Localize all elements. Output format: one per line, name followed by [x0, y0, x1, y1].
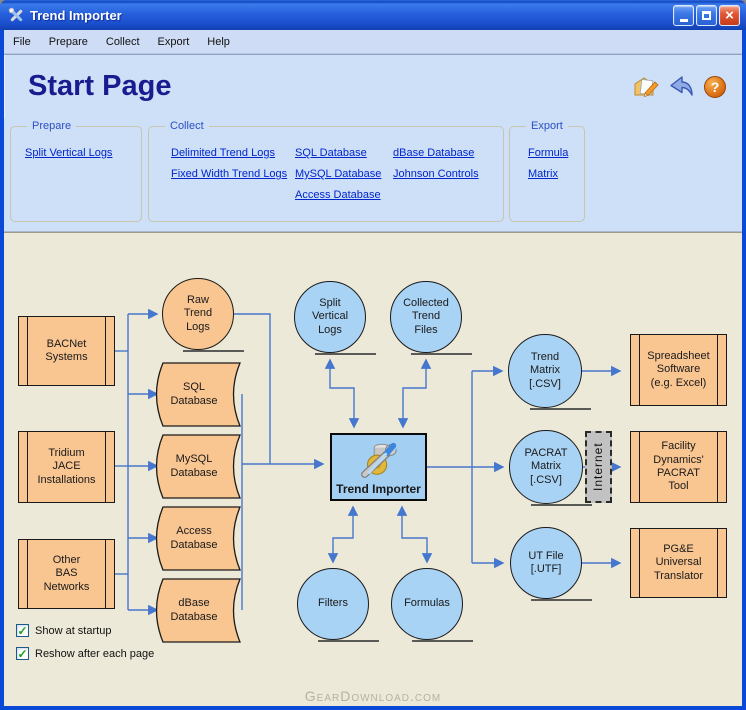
diagram-node-split-vertical-logs: Split Vertical Logs	[294, 281, 366, 353]
show-at-startup-checkbox[interactable]: ✓	[16, 623, 29, 638]
diagram-node-access-database: Access Database	[170, 525, 218, 551]
show-at-startup-row: ✓ Show at startup	[16, 624, 111, 637]
title-bar: Trend Importer ×	[0, 0, 746, 30]
prepare-group: Prepare Split Vertical Logs	[10, 120, 142, 222]
diagram-node-filters: Filters	[297, 568, 369, 640]
window-title: Trend Importer	[30, 7, 122, 23]
page-header: Start Page ?	[4, 54, 742, 118]
menu-collect[interactable]: Collect	[105, 35, 140, 48]
feedback-button[interactable]	[634, 74, 660, 100]
link-matrix[interactable]: Matrix	[528, 168, 558, 180]
reshow-after-page-checkbox[interactable]: ✓	[16, 646, 29, 661]
maximize-button[interactable]	[696, 4, 717, 26]
prepare-group-label: Prepare	[27, 120, 77, 132]
page-title: Start Page	[28, 70, 172, 102]
diagram-node-trend-importer: Trend Importer	[330, 433, 427, 501]
diagram-node-mysql-database: MySQL Database	[170, 453, 218, 479]
minimize-button[interactable]	[673, 4, 694, 26]
diagram-node-collected-trend-files: Collected Trend Files	[390, 281, 462, 353]
back-icon	[670, 75, 693, 96]
menu-file[interactable]: File	[13, 35, 31, 48]
diagram-node-dbase-database: dBase Database	[170, 597, 218, 623]
diagram-node-sql-database: SQL Database	[170, 381, 218, 407]
link-fixed-width-trend-logs[interactable]: Fixed Width Trend Logs	[171, 168, 288, 180]
quick-link-panels: Prepare Split Vertical Logs Collect Deli…	[4, 118, 742, 232]
diagram-node-spreadsheet-software: Spreadsheet Software (e.g. Excel)	[630, 334, 727, 406]
close-button[interactable]: ×	[719, 4, 740, 26]
diagram-node-pacrat-matrix: PACRAT Matrix [.CSV]	[509, 430, 583, 504]
diagram-node-trend-matrix: Trend Matrix [.CSV]	[508, 334, 582, 408]
link-formula[interactable]: Formula	[528, 147, 569, 159]
diagram-node-formulas: Formulas	[391, 568, 463, 640]
link-mysql-database[interactable]: MySQL Database	[295, 168, 382, 180]
back-button[interactable]	[668, 74, 694, 100]
link-split-vertical-logs[interactable]: Split Vertical Logs	[25, 147, 113, 159]
menu-prepare[interactable]: Prepare	[48, 35, 88, 48]
help-icon: ?	[704, 75, 726, 98]
watermark: GearDownload.com	[304, 688, 442, 704]
maximize-icon	[702, 10, 711, 20]
workflow-diagram: BACNet Systems Tridium JACE Installation…	[4, 232, 742, 706]
feedback-icon	[634, 76, 659, 97]
close-icon: ×	[725, 6, 734, 24]
help-button[interactable]: ?	[702, 74, 728, 100]
trend-importer-label: Trend Importer	[336, 482, 421, 497]
diagram-node-ut-file: UT File [.UTF]	[510, 527, 582, 599]
link-dbase-database[interactable]: dBase Database	[393, 147, 475, 159]
diagram-node-raw-trend-logs: Raw Trend Logs	[162, 278, 234, 350]
link-johnson-controls[interactable]: Johnson Controls	[393, 168, 479, 180]
minimize-icon	[679, 18, 688, 22]
diagram-connectors	[115, 308, 622, 643]
diagram-node-bacnet-systems: BACNet Systems	[18, 316, 115, 386]
export-group-label: Export	[526, 120, 568, 132]
diagram-node-pge-translator: PG&E Universal Translator	[630, 528, 727, 598]
menu-help[interactable]: Help	[207, 35, 230, 48]
diagram-node-internet: Internet	[585, 431, 612, 503]
diagram-node-facility-dynamics: Facility Dynamics' PACRAT Tool	[630, 431, 727, 503]
link-access-database[interactable]: Access Database	[295, 189, 381, 201]
export-group: Export Formula Matrix	[509, 120, 585, 222]
collect-group: Collect Delimited Trend Logs Fixed Width…	[148, 120, 504, 222]
reshow-after-page-label: Reshow after each page	[35, 647, 155, 660]
diagram-node-other-bas: Other BAS Networks	[18, 539, 115, 609]
menu-bar: File Prepare Collect Export Help	[4, 30, 742, 54]
collect-group-label: Collect	[165, 120, 209, 132]
link-delimited-trend-logs[interactable]: Delimited Trend Logs	[171, 147, 275, 159]
show-at-startup-label: Show at startup	[35, 624, 112, 637]
window-body: File Prepare Collect Export Help Start P…	[4, 30, 742, 706]
reshow-after-page-row: ✓ Reshow after each page	[16, 647, 154, 660]
diagram-node-tridium-jace: Tridium JACE Installations	[18, 431, 115, 503]
app-icon	[8, 7, 23, 21]
trend-importer-icon	[360, 443, 397, 479]
link-sql-database[interactable]: SQL Database	[295, 147, 367, 159]
menu-export[interactable]: Export	[157, 35, 190, 48]
